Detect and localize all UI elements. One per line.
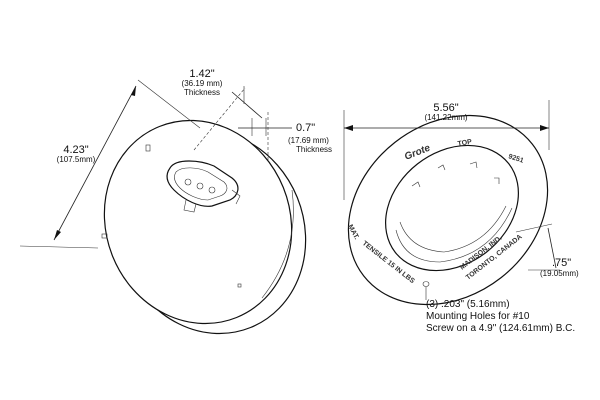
flange-collar [395,207,513,263]
lamp-tab-left [101,233,108,239]
thickness-metric: (36.19 mm) [182,79,223,88]
embossed-part: 9251 [507,153,524,165]
flange-thickness-metric: (17.69 mm) [288,136,329,145]
thickness-caption: Thickness [184,88,220,97]
flange-thickness-caption: Thickness [296,145,332,154]
flange-inner [385,144,519,272]
diameter-value: 4.23" [63,144,88,156]
embossed-top: TOP [457,139,473,148]
lamp-tab-top [145,144,151,152]
outer-diameter-value: 5.56" [433,102,458,114]
height-value: .75" [552,257,571,269]
lamp-rim-inner [261,189,294,299]
outer-diameter-metric: (141.22mm) [424,113,467,122]
flange-thickness-value: 0.7" [296,122,315,134]
flange-view [343,100,560,306]
thickness-value: 1.42" [189,68,214,80]
lamp-body-view [19,79,307,335]
lamp-face [103,119,293,325]
lamp-tab-bottom [237,283,242,288]
height-metric: (19.05mm) [540,269,579,278]
connector [166,160,241,213]
diameter-metric: (107.5mm) [57,155,96,164]
mounting-hole [422,281,430,287]
mounting-note-line2: Mounting Holes for #10 [426,311,530,322]
mounting-note-line1: (3) .203" (5.16mm) [426,299,510,310]
mounting-note-line3: Screw on a 4.9" (124.61mm) B.C. [426,323,575,334]
